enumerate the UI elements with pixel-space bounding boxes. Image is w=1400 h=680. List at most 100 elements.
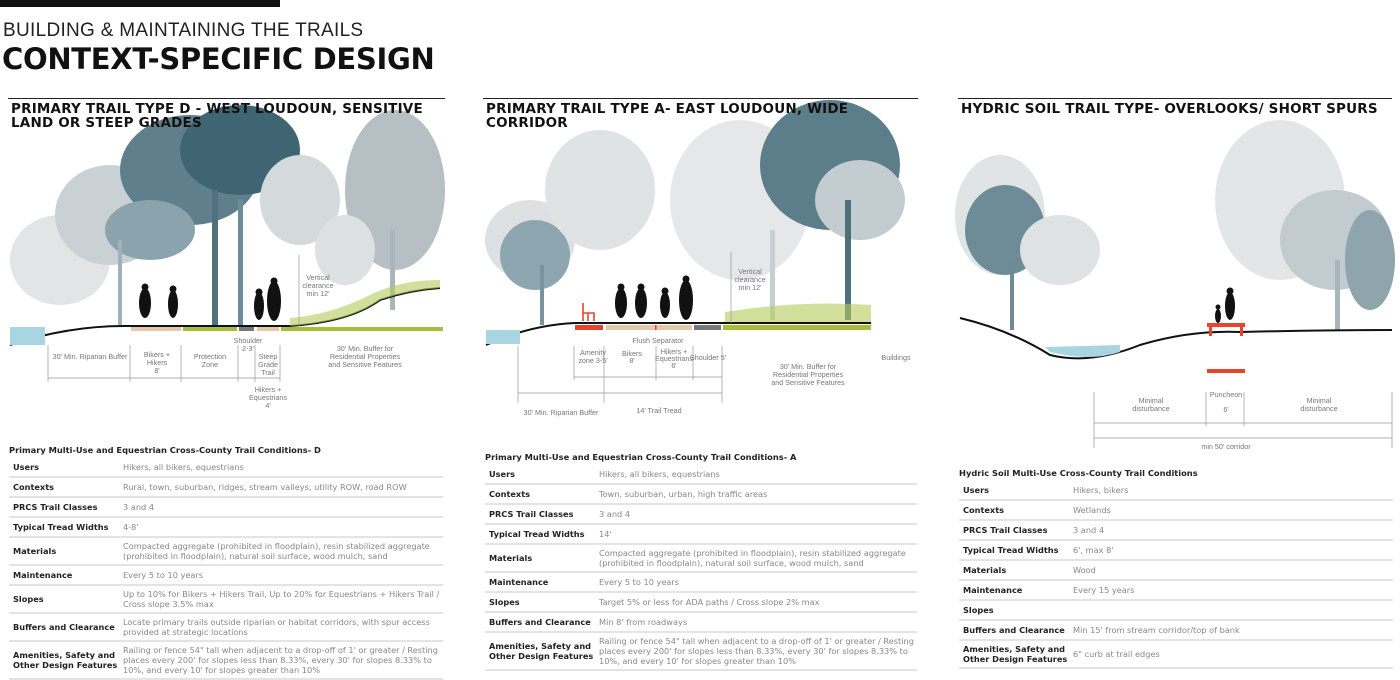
row-value: Wetlands [1073, 505, 1111, 515]
row-label: Slopes [963, 605, 994, 615]
minimal-disturbance-label: Minimal [1307, 396, 1332, 405]
panel-1-rule [8, 98, 445, 99]
table-row: Slopes [959, 601, 1393, 621]
row-label: Maintenance [489, 577, 549, 587]
residential-buffer-label: and Sensitive Features [328, 360, 402, 369]
table-row: Amenities, Safety and Other Design Featu… [485, 633, 917, 671]
shoulder-bar [239, 327, 254, 331]
panel-2-grass [725, 303, 871, 322]
puncheon-post [1209, 327, 1212, 336]
row-value: 3 and 4 [123, 502, 155, 512]
table-row: Typical Tread Widths 14' [485, 525, 917, 545]
row-value: Min 15' from stream corridor/top of bank [1073, 625, 1240, 635]
row-label: Materials [963, 565, 1007, 575]
equestrian-label: Hikers + [661, 347, 688, 356]
row-value: 14' [599, 529, 612, 539]
panel-3-ground-line [959, 317, 1393, 360]
protection-zone-label: Zone [202, 360, 218, 369]
panel-1-dimension-lines [47, 255, 300, 382]
row-value: Rural, town, suburban, ridges, stream va… [123, 482, 407, 492]
panel-2-water [486, 330, 520, 344]
row-value: 3 and 4 [1073, 525, 1105, 535]
table-row: Typical Tread Widths 6', max 8' [959, 541, 1393, 561]
page-title: CONTEXT-SPECIFIC DESIGN [2, 42, 435, 76]
section-kicker: BUILDING & MAINTAINING THE TRAILS [3, 20, 364, 41]
row-value: Compacted aggregate (prohibited in flood… [599, 548, 906, 568]
row-value: Hikers, bikers [1073, 485, 1129, 495]
row-value: Every 15 years [1073, 585, 1135, 595]
bikers-label: Bikers [622, 349, 642, 358]
shoulder-bar [694, 325, 721, 330]
table-row: Amenities, Safety and Other Design Featu… [959, 641, 1393, 669]
table-title: Primary Multi-Use and Equestrian Cross-C… [485, 452, 797, 462]
protection-zone-bar [183, 327, 237, 331]
row-label: Slopes [13, 594, 44, 604]
row-label: Materials [489, 553, 533, 563]
row-label: PRCS Trail Classes [963, 525, 1048, 535]
vertical-clearance-label: min 12' [739, 283, 763, 292]
panel-3-trail-users [1215, 287, 1235, 323]
panel-3-dimension-lines [1093, 392, 1393, 448]
corridor-width-label: min 50' corridor [1201, 442, 1251, 451]
bikers-hikers-tread-bar [131, 327, 181, 331]
panel-3-title: HYDRIC SOIL TRAIL TYPE- OVERLOOKS/ SHORT… [961, 101, 1378, 117]
row-value: 6" curb at trail edges [1073, 649, 1160, 659]
table-row: Slopes Target 5% or less for ADA paths / … [485, 593, 917, 613]
trail-section-illustrations: 30' Min. Riparian Buffer Bikers + Hikers… [9, 100, 1395, 451]
row-value: Hikers, all bikers, equestrians [599, 469, 720, 479]
row-label: Slopes [489, 597, 520, 607]
row-label: Users [13, 462, 39, 472]
table-row: Users Hikers, all bikers, equestrians [485, 465, 917, 485]
residential-buffer-label: and Sensitive Features [771, 378, 845, 387]
row-label: Amenities, Safety and Other Design Featu… [489, 641, 594, 661]
row-label: Contexts [963, 505, 1004, 515]
row-label: PRCS Trail Classes [13, 502, 98, 512]
minimal-disturbance-label: disturbance [1300, 404, 1337, 413]
row-value: 4-8' [123, 522, 139, 532]
vertical-clearance-label: clearance [734, 275, 765, 284]
panel-1-grass [290, 280, 440, 326]
shoulder-label: Shoulder 5' [690, 353, 727, 362]
row-value: 3 and 4 [599, 509, 631, 519]
panel-2-trail-users [615, 275, 693, 320]
shoulder-label: Shoulder [234, 336, 263, 345]
buildings-label: Buildings [881, 353, 911, 362]
row-label: Typical Tread Widths [489, 529, 585, 539]
bikers-hikers-width: 8' [154, 366, 160, 375]
panel-2-bench-icon [582, 303, 595, 321]
row-label: Maintenance [963, 585, 1023, 595]
vertical-clearance-label: Vertical [738, 267, 762, 276]
row-value: Target 5% or less for ADA paths / Cross … [599, 597, 820, 607]
row-label: Buffers and Clearance [13, 622, 115, 632]
row-value: Up to 10% for Bikers + Hikers Trail, Up … [123, 589, 440, 609]
row-value: Every 5 to 10 years [599, 577, 680, 587]
row-label: Contexts [13, 482, 54, 492]
panel-1-conditions-table: Primary Multi-Use and Equestrian Cross-C… [9, 445, 443, 680]
panel-2-conditions-table: Primary Multi-Use and Equestrian Cross-C… [485, 452, 917, 671]
residential-buffer-bar [723, 325, 871, 330]
panel-1-trees [10, 105, 445, 325]
protection-zone-label: Protection [194, 352, 226, 361]
bikers-hikers-label: Bikers + [144, 350, 170, 359]
row-label: Typical Tread Widths [963, 545, 1059, 555]
shoulder-width: 2-3' [242, 344, 254, 353]
row-value: Hikers, all bikers, equestrians [123, 462, 244, 472]
row-value: Railing or fence 54" tall when adjacent … [123, 645, 438, 675]
row-label: Buffers and Clearance [489, 617, 591, 627]
vertical-clearance-label: min 12' [307, 289, 331, 298]
row-value: Every 5 to 10 years [123, 570, 204, 580]
amenity-zone-bar [575, 325, 603, 330]
row-value: 6', max 8' [1073, 545, 1114, 555]
panel-1-water [10, 327, 45, 345]
vertical-clearance-label: clearance [302, 281, 333, 290]
table-row: Slopes Up to 10% for Bikers + Hikers Trai… [9, 586, 443, 614]
row-label: Amenities, Safety and Other Design Featu… [13, 650, 118, 670]
row-label: Users [489, 469, 515, 479]
